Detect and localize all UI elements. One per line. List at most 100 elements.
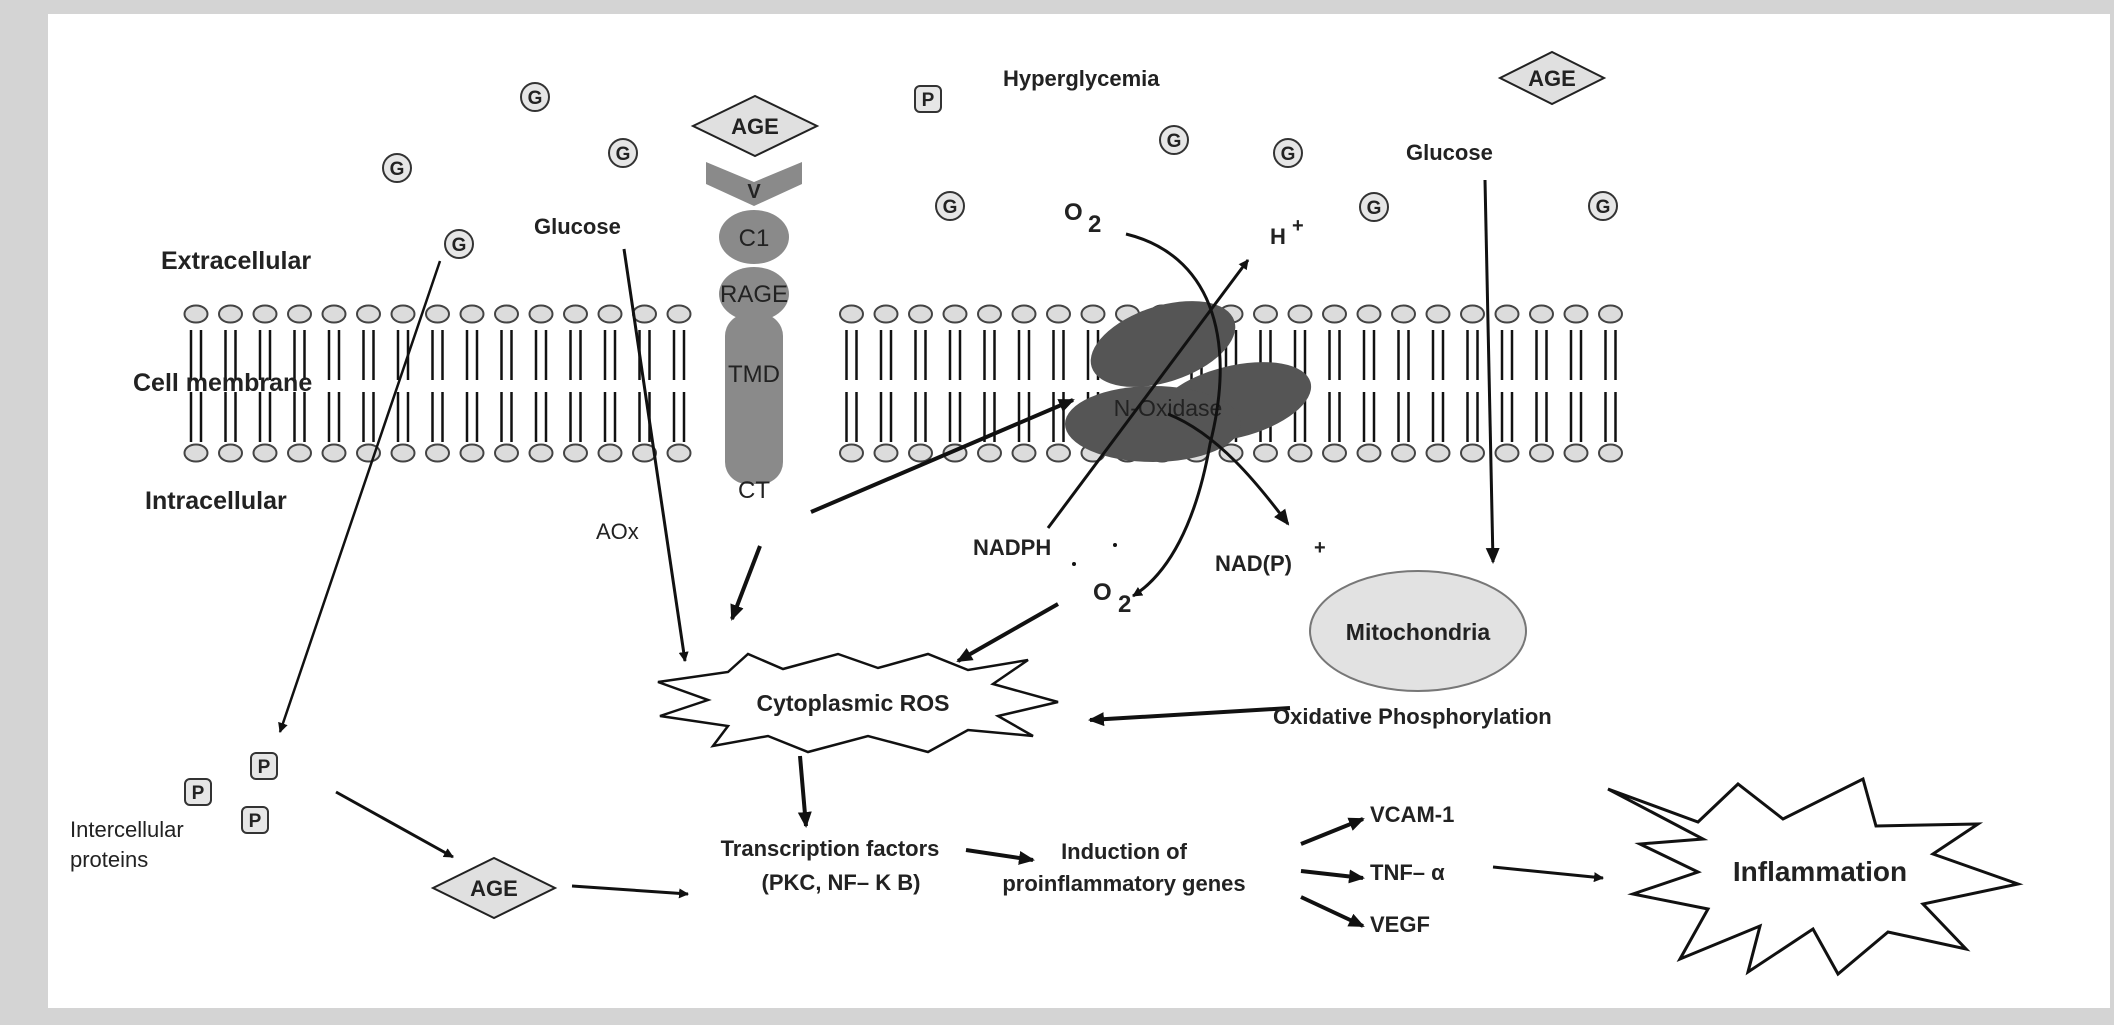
lipid-head [597, 443, 623, 463]
n-oxidase-complex: N-Oxidase [1065, 301, 1312, 462]
lipid-head [1218, 443, 1244, 463]
lipid-head [1287, 304, 1313, 324]
glucose-molecule-icon: G [1359, 192, 1389, 222]
glucose-symbol: G [1281, 144, 1296, 165]
lipid-head [977, 443, 1002, 463]
arrow-transcription-to-induction [965, 848, 1035, 865]
age-label: AGE [470, 876, 518, 901]
arrow-oxphos-to-ros [1088, 706, 1291, 727]
lipid-head [183, 443, 209, 463]
inflammation-starburst [1607, 776, 2024, 977]
lipid-head [1253, 304, 1278, 324]
lipid-head [494, 304, 519, 324]
lipid-head [459, 304, 485, 324]
age-label: AGE [731, 114, 779, 139]
lipid-head [321, 304, 347, 324]
age-label: AGE [1528, 66, 1576, 91]
arrow-ros-to-transcription [797, 755, 812, 828]
lipid-head [908, 443, 933, 463]
lipid-head [1563, 443, 1589, 463]
lipid-head [287, 304, 312, 324]
lipid-head [287, 443, 312, 463]
lipid-head [942, 304, 968, 324]
lipid-head [873, 443, 899, 463]
lipid-head [1322, 443, 1347, 463]
lipid-head [632, 304, 657, 324]
o2-bottom-label: O [1093, 579, 1112, 606]
glucose-symbol: G [1596, 197, 1611, 218]
intercellular-proteins-line2: proteins [70, 847, 148, 872]
cell-membrane-bilayer [183, 304, 1623, 463]
arrow-to-tnf [1300, 869, 1365, 884]
vcam-label: VCAM-1 [1370, 802, 1454, 827]
lipid-head [356, 304, 381, 324]
lipid-head [666, 304, 692, 324]
arrow-o2-to-ros [956, 602, 1059, 663]
rage-c2-domain [719, 267, 789, 321]
phosphate-symbol: P [922, 90, 935, 111]
rage-tmd-label: TMD [728, 361, 780, 388]
lipid-head [563, 443, 588, 463]
oxidative-phosphorylation-label: Oxidative Phosphorylation [1273, 704, 1552, 729]
rage-v-label: V [747, 181, 761, 203]
lipid-head [597, 304, 623, 324]
hyperglycemia-label: Hyperglycemia [1003, 66, 1160, 91]
o2-top-subscript: 2 [1088, 211, 1101, 238]
diagram-canvas: V C1 RAGE TMD CT N-Oxidase Mitochondria … [70, 50, 2024, 977]
glucose-symbol: G [1367, 198, 1382, 219]
age-diamond-bottom: AGE [430, 856, 558, 920]
rage-receptor: V C1 RAGE TMD CT [706, 162, 802, 504]
phosphate-symbol: P [258, 757, 271, 778]
lipid-head [1460, 304, 1485, 324]
glucose-molecule-icon: G [608, 138, 638, 168]
lipid-head [839, 443, 864, 463]
lipid-head [1425, 304, 1451, 324]
lipid-head [528, 304, 554, 324]
lipid-head [1046, 304, 1071, 324]
extracellular-label: Extracellular [161, 247, 311, 275]
arrow-proteins-to-age [335, 790, 454, 859]
glucose-molecule-icon: G [935, 191, 965, 221]
lipid-head [1598, 304, 1623, 324]
lipid-head [1356, 443, 1382, 463]
lipid-head [1391, 304, 1416, 324]
lipid-head [494, 443, 519, 463]
rage-c1-label: C1 [739, 225, 770, 252]
age-diamond-top-right: AGE [1497, 50, 1607, 106]
glucose-molecule-icon: G [1273, 138, 1303, 168]
glucose-molecule-icon: G [382, 153, 412, 183]
arrow-glucose-to-mitochondria [1483, 179, 1500, 564]
intercellular-proteins-line1: Intercellular [70, 817, 184, 842]
glucose-symbol: G [616, 144, 631, 165]
phosphate-symbol: P [192, 783, 205, 804]
arrow-rage-to-ros [730, 545, 762, 621]
phosphate-icon: P [250, 752, 278, 780]
ros-label: Cytoplasmic ROS [757, 690, 950, 716]
lipid-head [666, 443, 692, 463]
glucose-symbol: G [943, 197, 958, 218]
o2-top-label: O [1064, 199, 1083, 226]
lipid-head [528, 443, 554, 463]
ros-starburst [657, 652, 1059, 754]
lipid-head [1253, 443, 1278, 463]
lipid-head [183, 304, 209, 324]
lipid-head [839, 304, 864, 324]
lipid-head [1460, 443, 1485, 463]
lipid-head [425, 443, 450, 463]
rage-label: RAGE [720, 281, 788, 308]
lipid-head [1046, 443, 1071, 463]
pathway-arrows [278, 179, 1604, 928]
glucose-symbol: G [528, 88, 543, 109]
phosphate-symbol: P [249, 811, 262, 832]
lipid-head [1011, 304, 1037, 324]
lipid-head [218, 304, 243, 324]
phosphate-icon: P [914, 85, 942, 113]
lipid-head [908, 304, 933, 324]
lipid-head [1391, 443, 1416, 463]
lipid-head [1425, 443, 1451, 463]
lipid-head [321, 443, 347, 463]
lipid-head [218, 443, 243, 463]
arrow-rage-to-noxidase [810, 398, 1075, 514]
h-plus-label: H [1270, 224, 1286, 249]
